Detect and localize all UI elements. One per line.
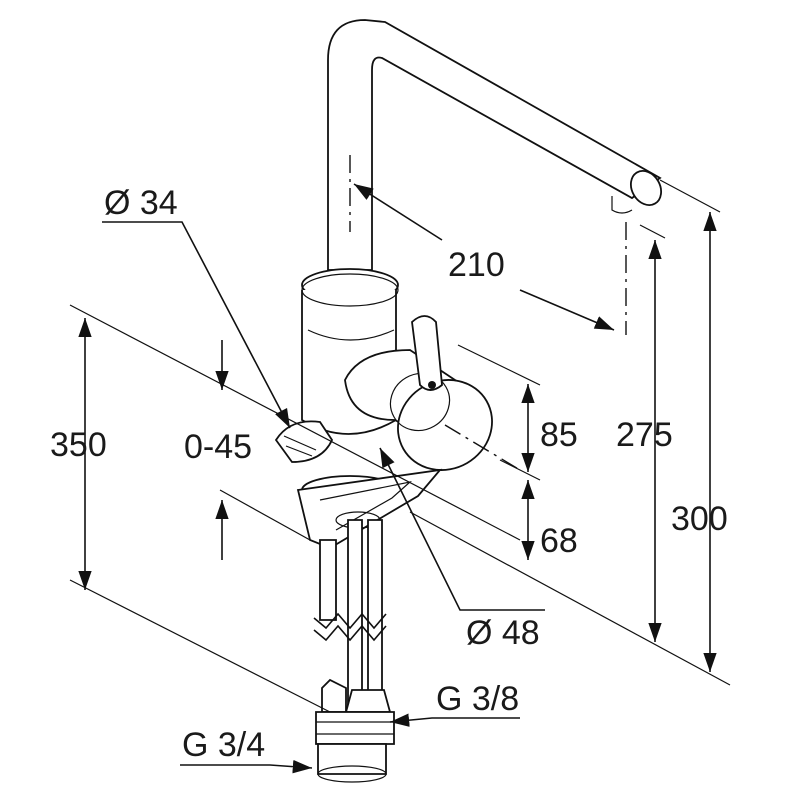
- label-g38: G 3/8: [436, 680, 519, 718]
- reach-dim-line-b: [519, 289, 615, 331]
- label-300: 300: [671, 500, 728, 538]
- label-diameter-48: Ø 48: [466, 614, 540, 652]
- label-68: 68: [540, 522, 578, 560]
- label-g34: G 3/4: [182, 726, 265, 764]
- body-diameter-leader: [102, 221, 291, 429]
- g38-leader: [389, 713, 520, 727]
- label-210: 210: [448, 246, 505, 284]
- label-350: 350: [50, 426, 107, 464]
- label-275: 275: [616, 416, 673, 454]
- g34-leader: [180, 759, 313, 774]
- reach-dim-line-a: [353, 183, 443, 241]
- label-diameter-34: Ø 34: [104, 184, 178, 222]
- handle-diameter-leader: [379, 447, 545, 611]
- label-swivel-range: 0-45: [184, 428, 252, 466]
- dimension-lines: [78, 183, 717, 774]
- reference-lines: [69, 155, 731, 713]
- faucet-outline: [274, 19, 662, 783]
- dimension-labels: 210 275 300 350 85 68 Ø 48 Ø 34 0-45 G 3…: [50, 184, 728, 764]
- label-85: 85: [540, 416, 578, 454]
